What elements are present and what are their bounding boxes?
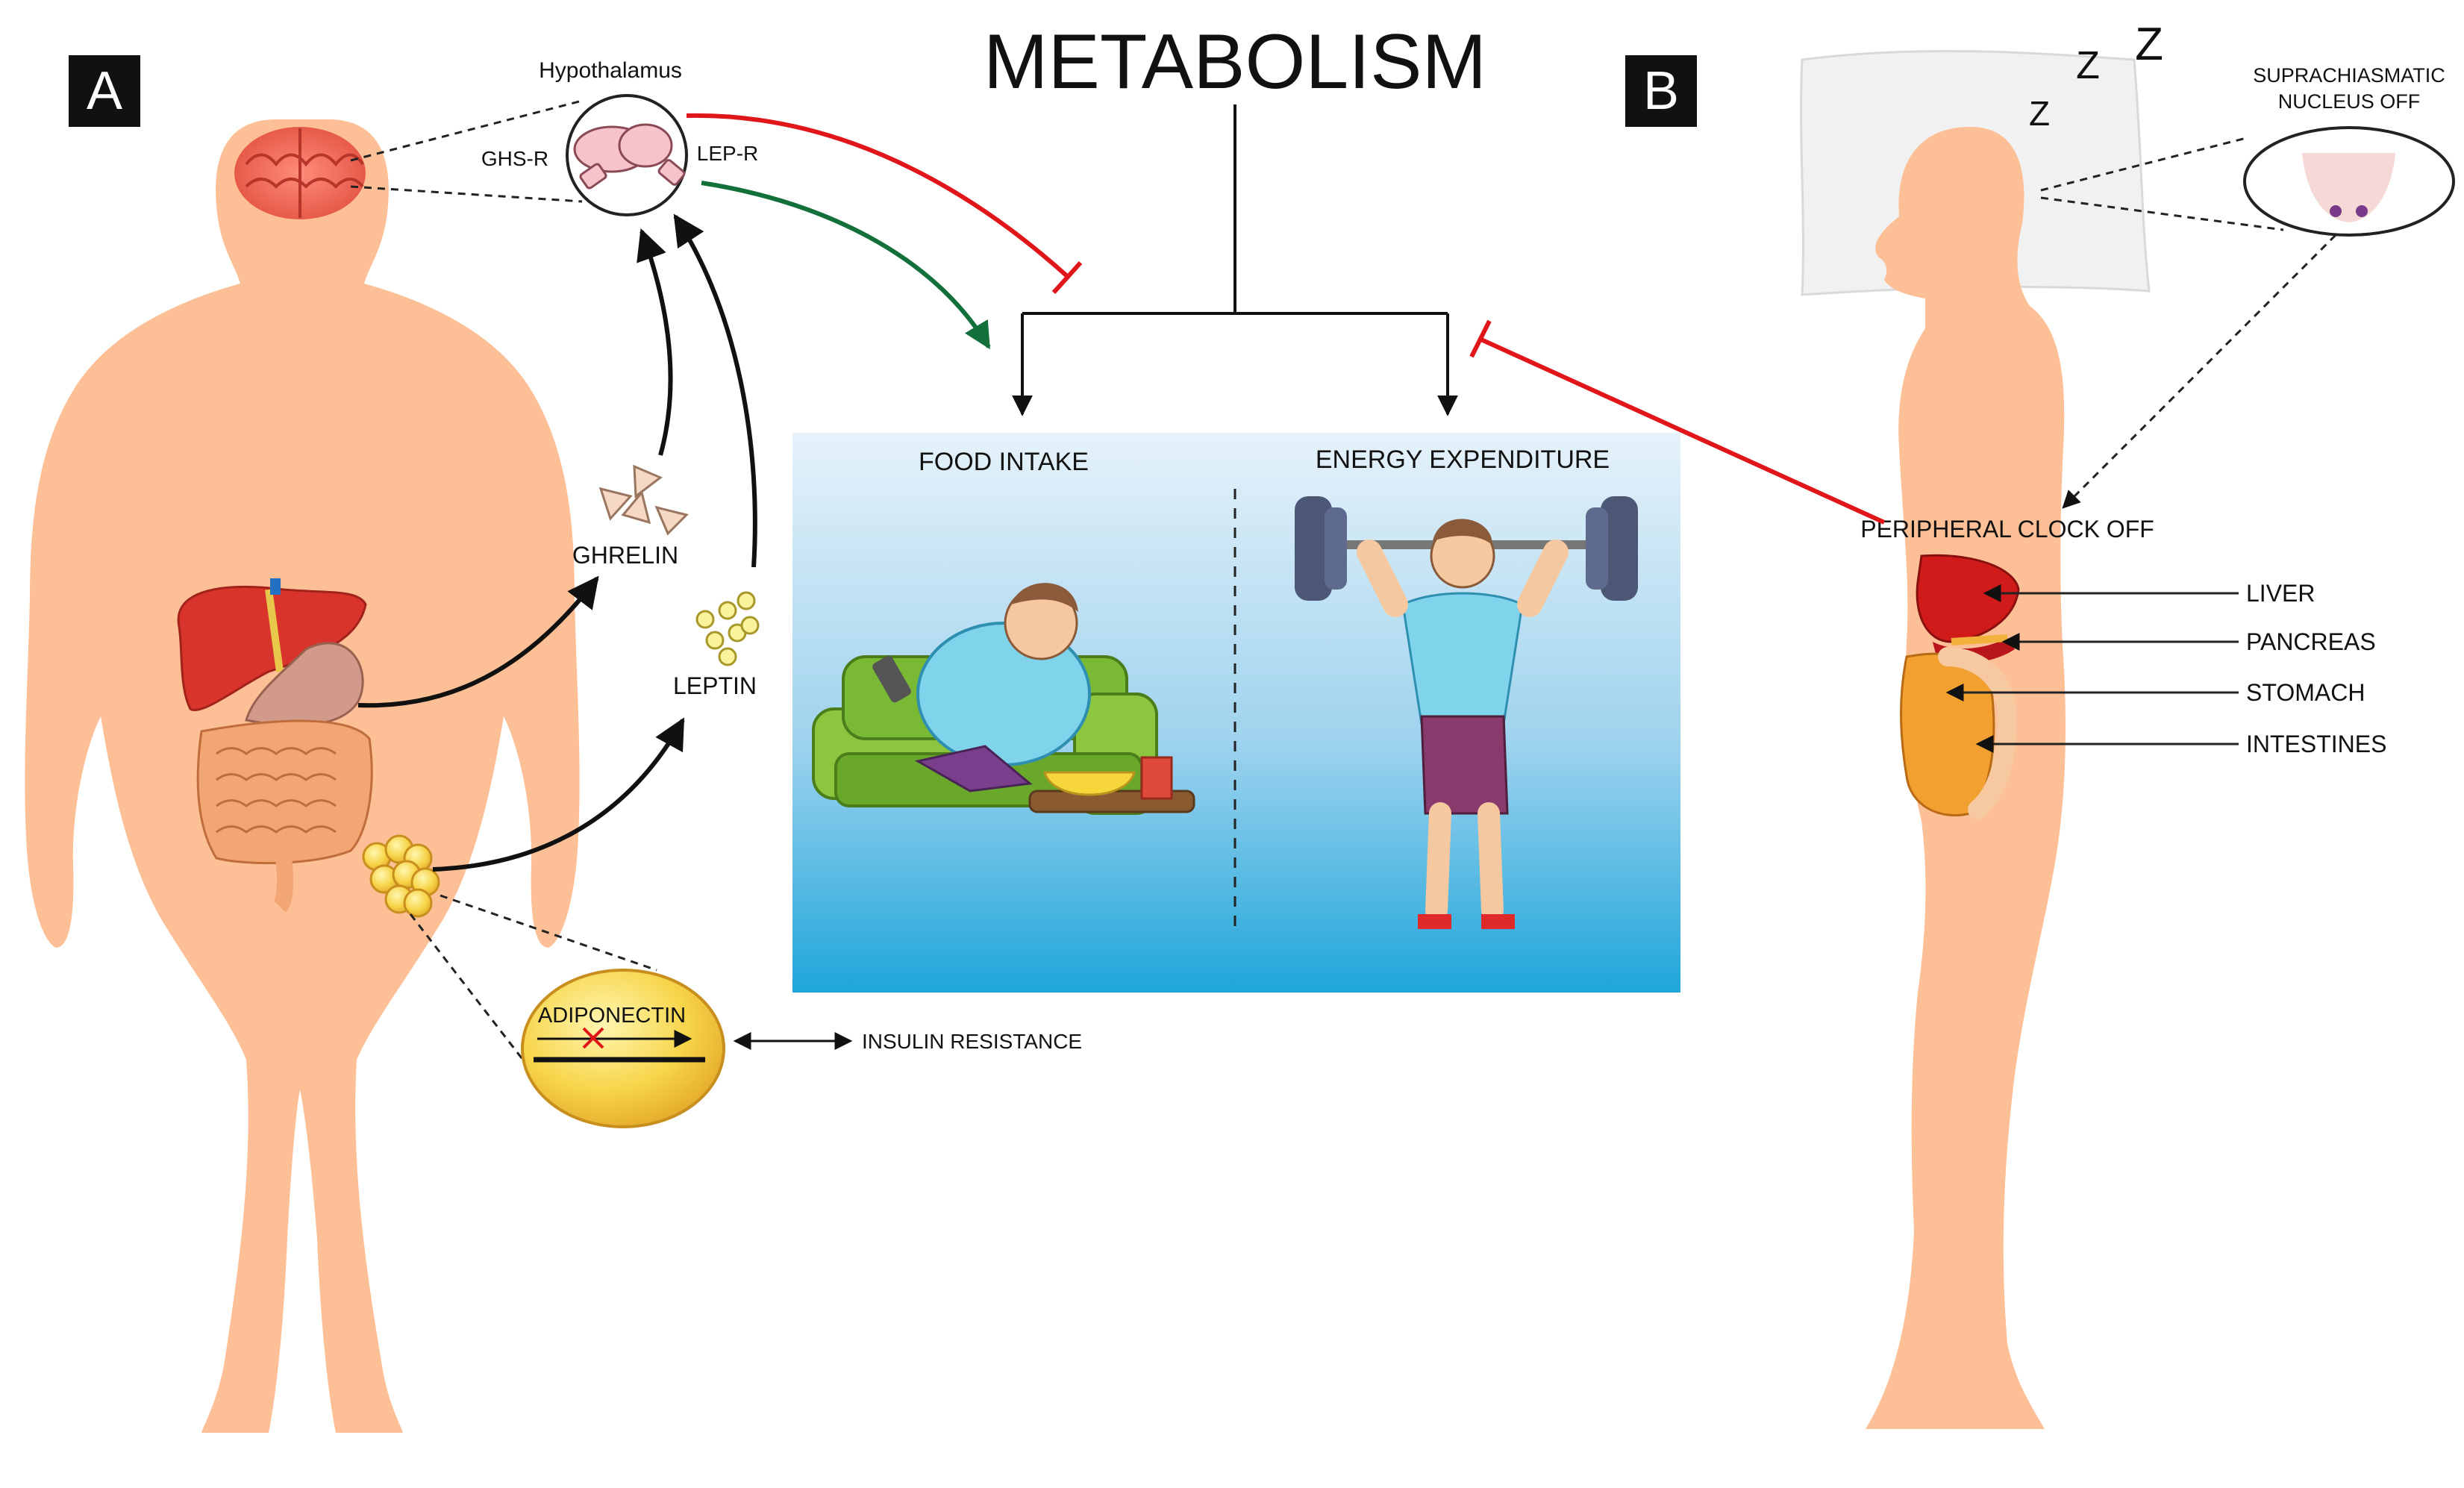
stimulate-arrow-ghrelin (701, 181, 991, 350)
liver-icon (177, 578, 367, 711)
weightlifter-illustration (1295, 496, 1638, 929)
scn-label-line2: NUCLEUS OFF (2278, 90, 2421, 113)
inhibit-arrow-peripheral (1480, 337, 1886, 525)
liver-b-icon (1916, 554, 2020, 643)
ghrelin-to-hypothalamus-arrow (637, 228, 673, 456)
pancreas-b-icon (1951, 634, 2008, 645)
organs-b-illustration (1900, 554, 2020, 819)
hypothalamus-label: Hypothalamus (539, 58, 682, 83)
scn-label-line1: SUPRACHIASMATIC (2253, 64, 2445, 87)
scn-to-peripheral-arrow (2062, 234, 2337, 509)
stomach-to-ghrelin-arrow (357, 575, 599, 708)
organ-label-stomach: STOMACH (2246, 679, 2365, 706)
brain-zoom-line-bottom (350, 185, 583, 203)
intestines-icon (196, 719, 373, 913)
scn-zoom-line-top (2040, 137, 2247, 192)
inhibit-bar-peripheral (1469, 319, 1492, 358)
organ-label-liver: LIVER (2246, 580, 2315, 607)
adipocyte-icon (521, 969, 725, 1128)
panel-a-letter: A (87, 61, 122, 121)
panel-b: B Z Z Z SUPRACHIASMATIC NUCLEUS OFF PERI… (1469, 19, 2455, 1429)
scn-inset-icon (2243, 126, 2455, 237)
adipose-zoom-line-top (440, 894, 657, 972)
sleep-z-medium: Z (2076, 44, 2100, 87)
intestines-b-icon (1900, 652, 1995, 817)
energy-expenditure-label: ENERGY EXPENDITURE (1316, 446, 1610, 474)
adipose-tissue-icon (362, 834, 440, 918)
couch-eating-man-illustration (812, 583, 1195, 815)
panel-b-letter: B (1643, 61, 1679, 121)
fat-to-leptin-arrow (432, 717, 685, 872)
brain-icon (234, 127, 366, 219)
blocked-x-icon (582, 1027, 604, 1049)
leptin-label: LEPTIN (673, 672, 757, 699)
sleep-z-large: Z (2135, 19, 2163, 70)
hypothalamus-icon (566, 94, 688, 216)
metabolism-center: METABOLISM FOOD INTAKE ENERGY EXPENDITUR… (792, 19, 1680, 992)
organ-label-pancreas: PANCREAS (2246, 628, 2376, 655)
food-intake-label: FOOD INTAKE (919, 448, 1089, 476)
organ-label-intestines: INTESTINES (2246, 731, 2386, 757)
leptin-molecules-icon (695, 591, 760, 666)
inhibit-bar-leptin (1051, 260, 1083, 295)
scn-zoom-line-bottom (2040, 196, 2284, 231)
ghrelin-molecules-icon (598, 464, 689, 536)
panel-b-badge (1625, 55, 1697, 127)
peripheral-clock-label: PERIPHERAL CLOCK OFF (1860, 516, 2154, 543)
adiponectin-label: ADIPONECTIN (538, 1004, 686, 1028)
adipose-zoom-line-bottom (409, 913, 539, 1079)
insulin-resistance-label: INSULIN RESISTANCE (862, 1030, 1082, 1053)
metabolism-title: METABOLISM (984, 19, 1486, 105)
leptin-to-hypothalamus-arrow (673, 213, 757, 568)
sleep-z-small: Z (2029, 94, 2050, 133)
ghs-r-label: GHS-R (481, 147, 548, 170)
lep-r-label: LEP-R (697, 142, 758, 165)
panel-a-badge (69, 55, 140, 127)
ghrelin-label: GHRELIN (572, 542, 678, 569)
panel-a: A Hypothalamus GHS-R LEP-R (25, 55, 1083, 1433)
inhibit-arrow-leptin (686, 113, 1069, 278)
